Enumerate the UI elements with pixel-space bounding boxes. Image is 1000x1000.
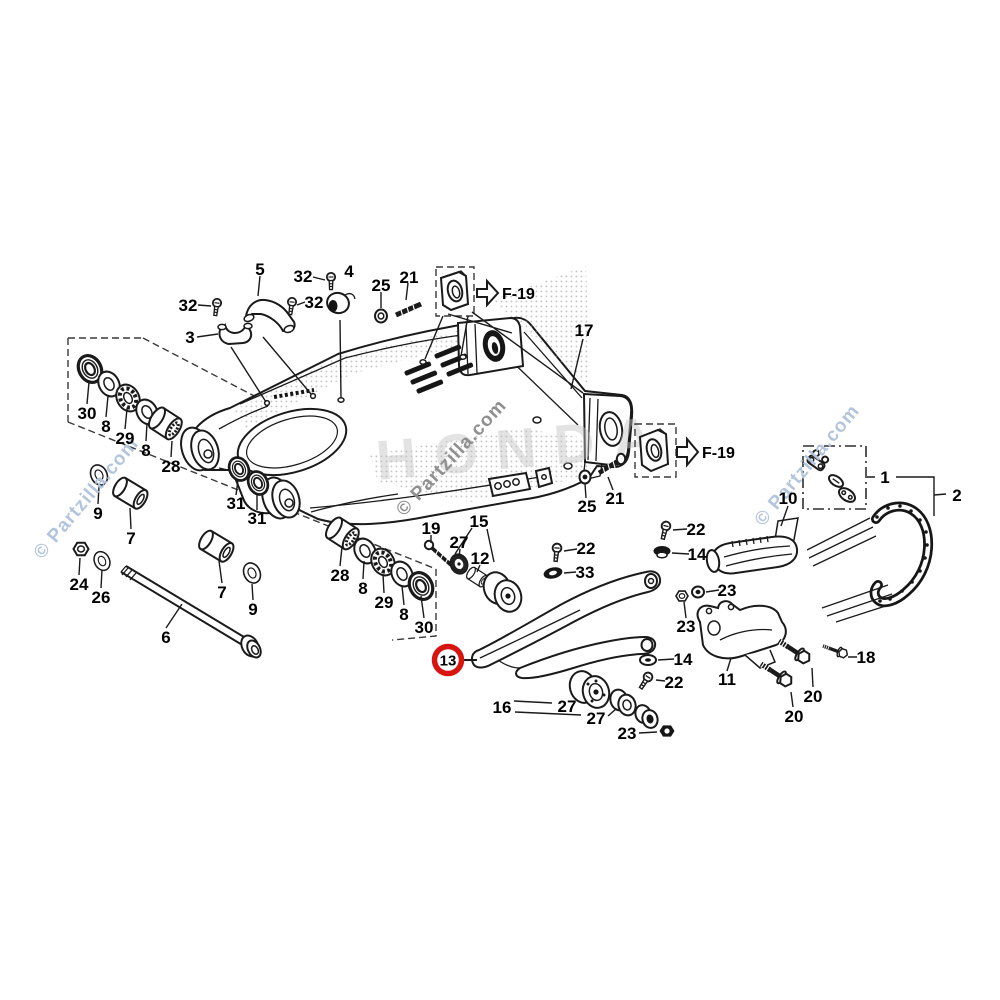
- swingarm-body: [180, 266, 634, 526]
- highlighted-part-number: 13: [440, 653, 457, 670]
- f19-arrow-icon: [476, 278, 500, 308]
- part-label-28: 28: [331, 566, 350, 585]
- part-label-9: 9: [93, 504, 102, 523]
- drive-chain-and-masterlink: [802, 445, 934, 623]
- part-label-22: 22: [687, 520, 706, 539]
- chain-guide-upper: [705, 517, 799, 575]
- swingarm-pivot-bosses: [180, 426, 301, 520]
- part-label-21: 21: [400, 268, 419, 287]
- watermark-right: © Partzilla.com: [751, 401, 864, 531]
- pivot-collars-and-axle: [72, 461, 265, 659]
- part-label-8: 8: [141, 441, 150, 460]
- part-label-31: 31: [248, 509, 267, 528]
- part-label-10: 10: [779, 489, 798, 508]
- top-bracket-parts: [210, 271, 423, 346]
- part-label-28: 28: [162, 457, 181, 476]
- part-label-3: 3: [185, 328, 194, 347]
- f19-arrow-icon: [676, 436, 700, 468]
- highlighted-part-13: 13: [431, 643, 477, 677]
- part-label-1: 1: [880, 468, 889, 487]
- part-label-15: 15: [470, 512, 489, 531]
- mid-fasteners: [543, 452, 705, 692]
- part-label-21: 21: [606, 489, 625, 508]
- part-label-26: 26: [92, 588, 111, 607]
- f19-reference-mid: F-19: [634, 423, 735, 478]
- part-label-25: 25: [578, 497, 597, 516]
- part-label-32: 32: [179, 296, 198, 315]
- part-label-11: 11: [718, 670, 736, 689]
- part-label-27: 27: [558, 697, 577, 716]
- part-label-7: 7: [126, 529, 135, 548]
- part-label-14: 14: [688, 545, 707, 564]
- part-label-32: 32: [305, 293, 324, 312]
- chain-slider: [470, 570, 662, 680]
- part-label-14: 14: [674, 650, 693, 669]
- part-label-22: 22: [665, 673, 684, 692]
- leader-lines: [78, 275, 947, 734]
- part-label-2: 2: [952, 486, 961, 505]
- part-label-20: 20: [804, 687, 823, 706]
- part-label-18: 18: [857, 648, 876, 667]
- f19-label-mid: F-19: [702, 445, 735, 462]
- part-label-27: 27: [450, 533, 469, 552]
- part-label-6: 6: [161, 628, 170, 647]
- part-label-12: 12: [471, 549, 490, 568]
- part-label-24: 24: [70, 575, 89, 594]
- part-label-29: 29: [116, 429, 135, 448]
- part-label-29: 29: [375, 593, 394, 612]
- part-label-25: 25: [372, 276, 391, 295]
- part-label-23: 23: [618, 724, 637, 743]
- part-label-4: 4: [344, 262, 354, 281]
- part-label-19: 19: [422, 519, 441, 538]
- swingarm-vents: [404, 344, 474, 394]
- f19-label-top: F-19: [502, 286, 535, 303]
- part-label-5: 5: [255, 260, 264, 279]
- f19-reference-top: F-19: [435, 266, 535, 317]
- part-label-30: 30: [415, 618, 434, 637]
- part-label-22: 22: [577, 539, 596, 558]
- part-label-16: 16: [493, 698, 512, 717]
- part-label-31: 31: [227, 494, 246, 513]
- part-label-27: 27: [587, 709, 606, 728]
- chain-rollers-lower: [568, 670, 675, 737]
- part-label-9: 9: [248, 600, 257, 619]
- part-label-17: 17: [575, 321, 594, 340]
- part-label-32: 32: [294, 267, 313, 286]
- part-label-8: 8: [399, 605, 408, 624]
- highlight-circle: [431, 643, 465, 677]
- part-label-8: 8: [101, 417, 110, 436]
- part-label-7: 7: [217, 583, 226, 602]
- part-label-20: 20: [785, 707, 804, 726]
- part-label-8: 8: [358, 579, 367, 598]
- chain-guide-case: [696, 600, 851, 689]
- part-label-30: 30: [78, 404, 97, 423]
- chain-roller-upper: [423, 539, 523, 613]
- part-label-23: 23: [677, 617, 696, 636]
- part-label-23: 23: [718, 581, 737, 600]
- part-label-33: 33: [576, 563, 595, 582]
